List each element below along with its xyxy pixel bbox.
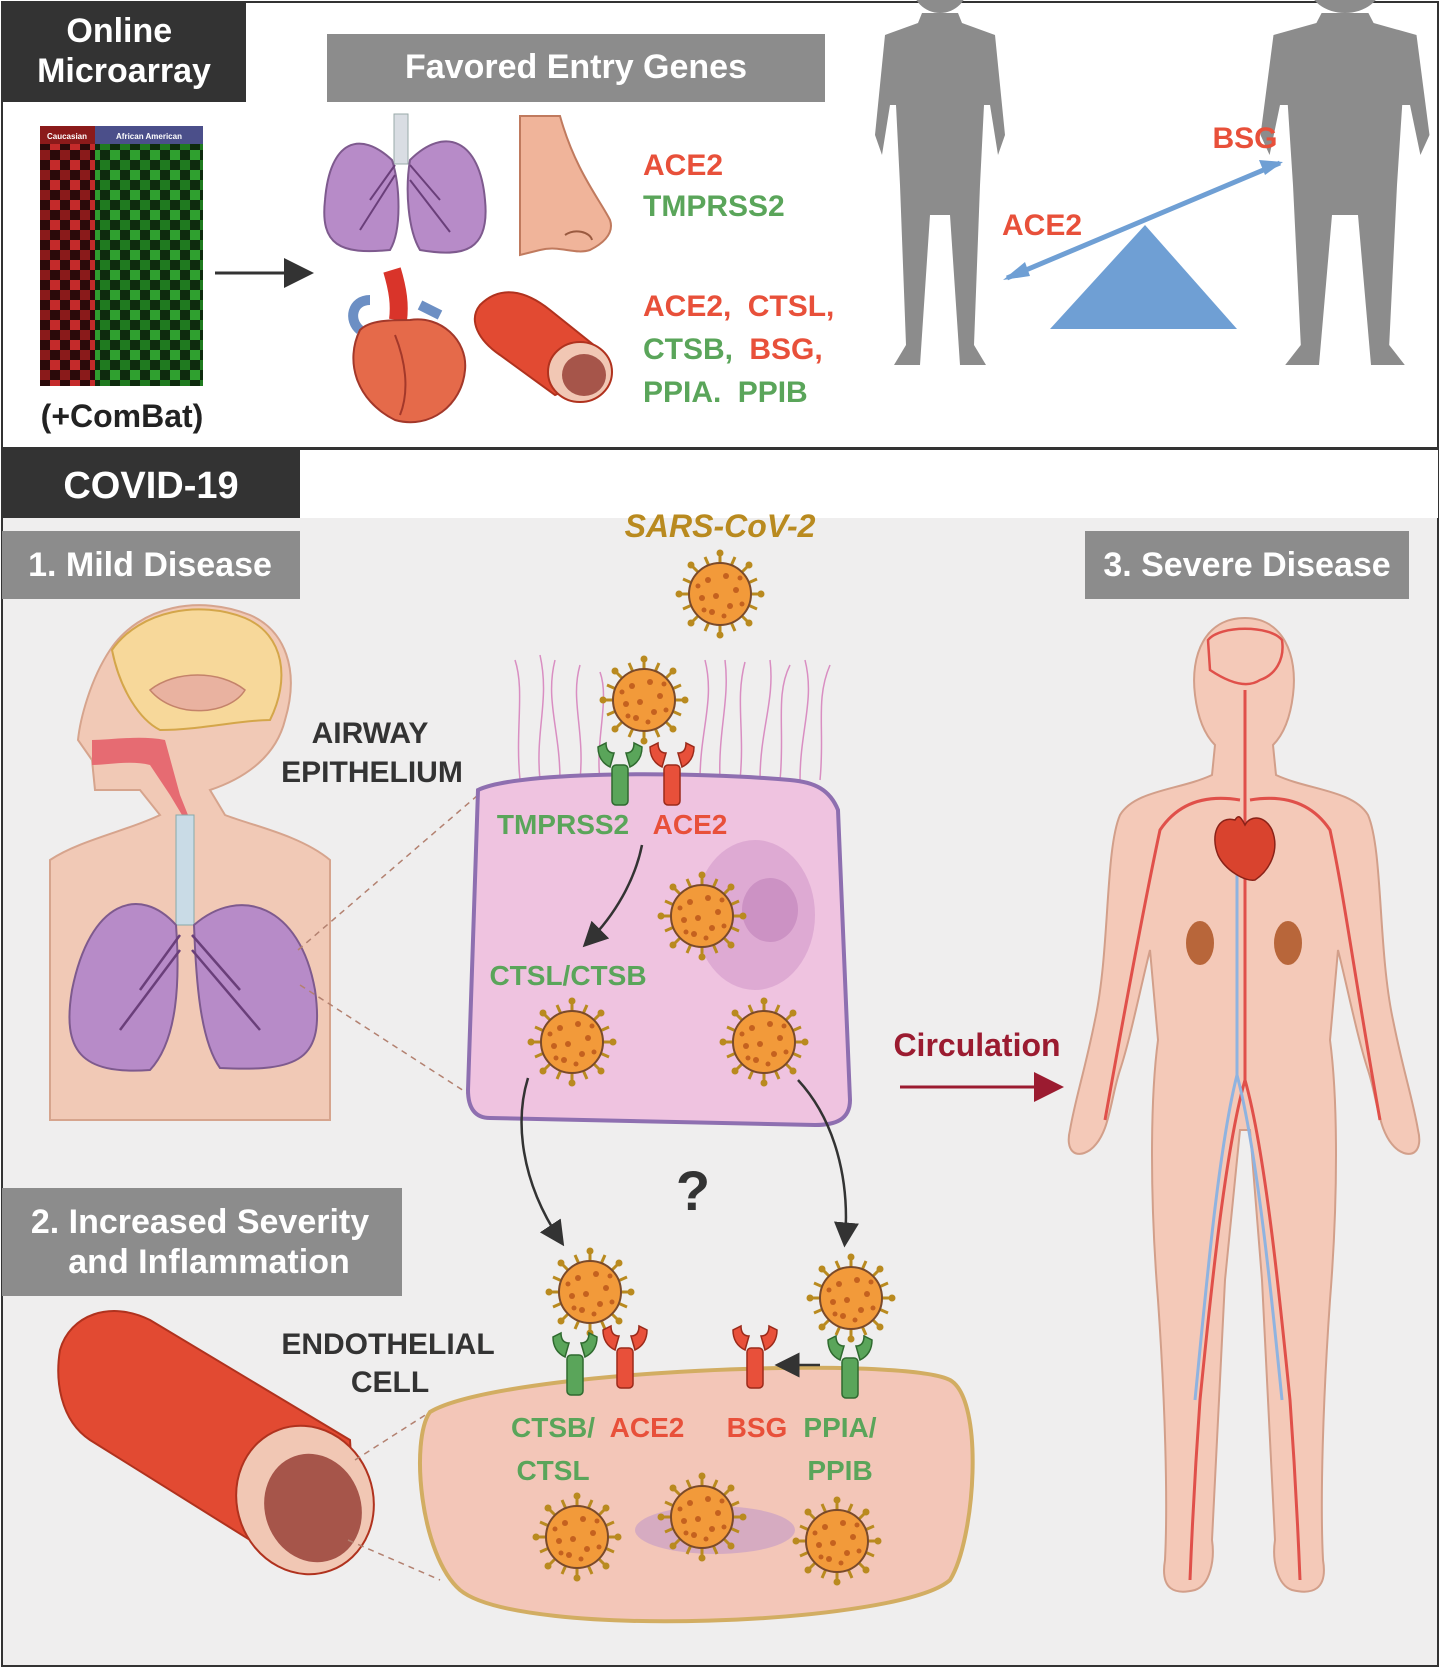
- increased-severity-line-1: 2. Increased Severity: [31, 1203, 369, 1241]
- endo-ctsb-label: CTSB/: [511, 1412, 595, 1443]
- endo-ctsl-label: CTSL: [516, 1455, 589, 1486]
- blood-vessel-illustration: [57, 1310, 375, 1576]
- sars-virus-free: [674, 548, 766, 640]
- increased-severity-tab: [2, 1188, 402, 1296]
- severe-disease-label: 3. Severe Disease: [1103, 546, 1390, 584]
- virus-in-airway-1: [656, 870, 748, 962]
- endo-ppia-label: PPIA/: [803, 1412, 876, 1443]
- bottom-panel: COVID-19 1. Mild Disease SARS-CoV-2 3. S…: [1, 449, 1439, 1667]
- endothelial-label-line-1: ENDOTHELIAL: [281, 1328, 494, 1361]
- virus-bound-airway: [598, 654, 690, 746]
- online-label-line-2: Microarray: [37, 52, 211, 90]
- heart-vessel-bsg: BSG,: [749, 333, 822, 366]
- online-microarray-tab: [2, 2, 246, 102]
- circulation-label: Circulation: [893, 1027, 1060, 1063]
- nose-illustration: [519, 115, 612, 257]
- favored-entry-genes-tab: [327, 34, 825, 102]
- online-microarray-label: Online Microarray: [37, 12, 211, 90]
- sars-cov-2-label: SARS-CoV-2: [625, 508, 816, 544]
- virus-in-airway-2: [526, 996, 618, 1088]
- human-body-illustration: [1067, 616, 1421, 1593]
- heart-illustration: [348, 267, 467, 424]
- head-airway-illustration: [49, 604, 331, 1121]
- heart-vessel-ppib: PPIB: [738, 376, 808, 409]
- heart-vessel-genes-line-2: CTSB, BSG,: [643, 333, 823, 366]
- airway-to-endo-left-arrow: [520, 1077, 565, 1247]
- covid-19-label: COVID-19: [63, 465, 238, 507]
- airway-label-line-2: EPITHELIUM: [281, 756, 463, 789]
- virus-in-airway-3: [718, 996, 810, 1088]
- heart-vessel-ctsl: CTSL,: [748, 290, 835, 323]
- endo-zoom-line-lower: [347, 1539, 441, 1581]
- heart-vessel-genes-line-1: ACE2, CTSL,: [643, 290, 834, 323]
- online-label-line-1: Online: [66, 12, 172, 50]
- ace2-to-ctsl-arrow: [582, 844, 644, 948]
- airway-ctsl-ctsb-label: CTSL/CTSB: [489, 960, 646, 991]
- increased-severity-line-2: and Inflammation: [68, 1243, 349, 1281]
- heart-vessel-ace2: ACE2,: [643, 290, 731, 323]
- top-panel: Online Microarray Caucasian African Amer…: [1, 0, 1439, 449]
- severe-disease-tab: [1085, 531, 1409, 599]
- heart-vessel-ctsb: CTSB,: [643, 333, 733, 366]
- heatmap-green-block: [95, 144, 203, 386]
- endo-ppib-label: PPIB: [807, 1455, 872, 1486]
- combat-label: (+ComBat): [41, 398, 204, 434]
- lung-nose-ace2: ACE2: [643, 149, 723, 182]
- caucasian-label: Caucasian: [47, 132, 87, 141]
- favored-entry-genes-label: Favored Entry Genes: [405, 48, 747, 86]
- virus-endo-left: [544, 1246, 636, 1338]
- balance-ace2-label: ACE2: [1002, 209, 1082, 242]
- zoom-line-lower: [299, 984, 479, 1101]
- balance-left-arrowhead: [1003, 262, 1030, 280]
- balance-beam: [1006, 160, 1281, 281]
- vessel-illustration-small: [473, 291, 613, 403]
- virus-in-endo-3: [791, 1495, 883, 1587]
- endo-ace2-label: ACE2: [610, 1412, 685, 1443]
- covid-19-tab: [2, 450, 300, 518]
- lung-nose-tmprss2: TMPRSS2: [643, 190, 785, 223]
- heart-vessel-genes-line-3: PPIA. PPIB: [643, 376, 808, 409]
- endothelial-label-line-2: CELL: [351, 1366, 429, 1399]
- heart-vessel-ppia: PPIA.: [643, 376, 721, 409]
- mild-disease-label: 1. Mild Disease: [28, 546, 272, 584]
- airway-cell-nucleolus: [742, 878, 798, 942]
- balance-fulcrum: [1050, 225, 1237, 329]
- balance-right-arrowhead: [1259, 160, 1283, 175]
- airway-label-line-1: AIRWAY: [312, 717, 429, 750]
- balance-bsg-label: BSG: [1212, 122, 1277, 155]
- lungs-illustration: [323, 113, 487, 254]
- virus-in-endo-1: [531, 1491, 623, 1583]
- virus-in-endo-2: [656, 1471, 748, 1563]
- airway-tmprss2-label: TMPRSS2: [497, 809, 629, 840]
- microarray-heatmap: Caucasian African American: [40, 126, 203, 386]
- airway-ace2-label: ACE2: [653, 809, 728, 840]
- endo-bsg-label: BSG: [727, 1412, 788, 1443]
- cilia: [514, 654, 831, 781]
- heatmap-red-block: [40, 144, 95, 386]
- question-mark: ?: [676, 1159, 710, 1222]
- endo-zoom-line-upper: [354, 1411, 431, 1461]
- african-american-label: African American: [116, 132, 182, 141]
- airway-to-endo-right-arrow: [797, 1079, 859, 1248]
- african-american-band: [95, 126, 203, 144]
- mild-disease-tab: [2, 531, 300, 599]
- caucasian-band: [40, 126, 95, 144]
- virus-endo-right: [805, 1252, 897, 1344]
